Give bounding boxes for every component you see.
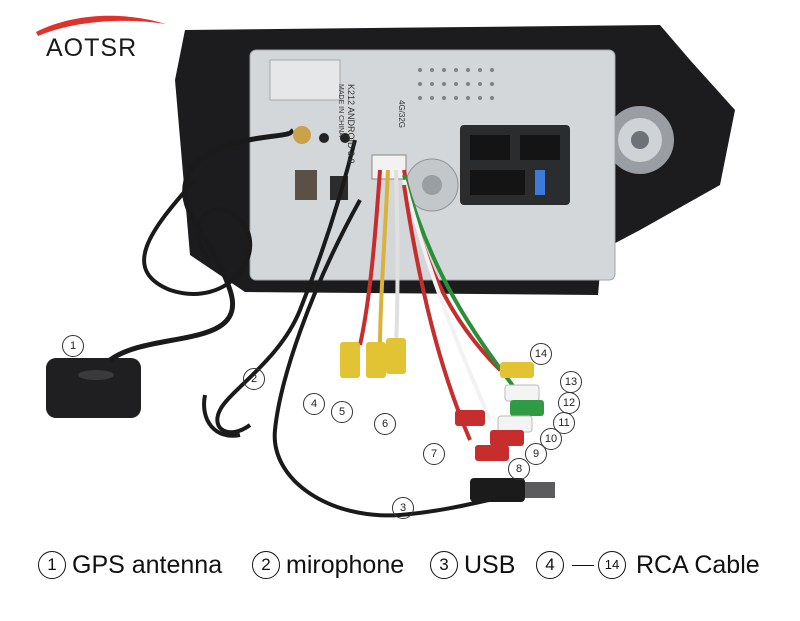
caption-mic-label: mirophone xyxy=(286,550,405,579)
callout-4: 4 xyxy=(303,393,325,415)
caption-gps-num: 1 xyxy=(38,551,66,580)
caption-rca-num-from: 4 xyxy=(536,551,564,580)
unit-label-memory: 4G/32G xyxy=(397,100,406,129)
unit-label-model: K212 ANDROID 8.0 xyxy=(346,84,356,164)
usb-cable xyxy=(272,199,541,518)
callout-13: 13 xyxy=(560,371,582,393)
callout-8: 8 xyxy=(508,458,530,480)
usb-plug xyxy=(470,478,525,502)
mic-cable xyxy=(215,139,357,435)
callout-11: 11 xyxy=(553,412,575,434)
callout-9: 9 xyxy=(525,443,547,465)
callout-6: 6 xyxy=(374,413,396,435)
caption-mic-num: 2 xyxy=(252,551,280,580)
caption-rca-dash xyxy=(572,564,594,566)
callout-2: 2 xyxy=(243,368,265,390)
callout-14: 14 xyxy=(530,343,552,365)
vent-dots xyxy=(418,68,494,100)
brand-name: AOTSR xyxy=(46,34,138,62)
caption-usb-num: 3 xyxy=(430,551,458,580)
callout-10: 10 xyxy=(540,428,562,450)
label-sticker xyxy=(269,59,341,101)
antenna-socket xyxy=(295,170,317,200)
caption-usb-label: USB xyxy=(464,550,516,579)
callout-1: 1 xyxy=(62,335,84,357)
callout-12: 12 xyxy=(558,392,580,414)
caption-gps-label: GPS antenna xyxy=(72,550,223,579)
caption-rca-num-to: 14 xyxy=(598,551,626,580)
callout-7: 7 xyxy=(423,443,445,465)
caption-rca: 4 14 RCA Cable xyxy=(536,550,760,580)
caption-rca-label: RCA Cable xyxy=(636,550,760,579)
rca-plugs xyxy=(340,338,544,461)
gps-port xyxy=(293,126,311,144)
unit-label-made-in: MADE IN CHINA xyxy=(337,84,344,137)
callout-5: 5 xyxy=(331,401,353,423)
gps-antenna-puck xyxy=(46,358,141,418)
logo-swoosh xyxy=(36,15,166,36)
gps-cable xyxy=(108,128,294,363)
brand-logo: AOTSR xyxy=(26,12,176,64)
callout-3: 3 xyxy=(392,497,414,519)
